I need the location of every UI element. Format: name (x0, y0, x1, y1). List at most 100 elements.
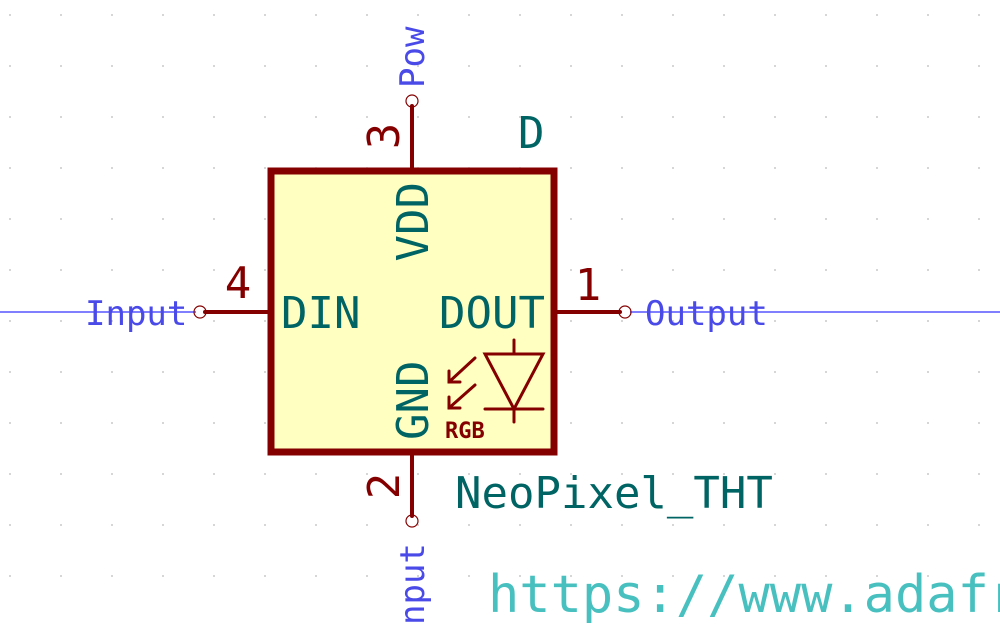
grid-dot (876, 473, 878, 475)
grid-dot (927, 116, 929, 118)
grid-dot (672, 14, 674, 16)
grid-dot (570, 422, 572, 424)
grid-dot (927, 524, 929, 526)
grid-dot (9, 371, 11, 373)
grid-dot (9, 218, 11, 220)
grid-dot (927, 167, 929, 169)
grid-dot (213, 218, 215, 220)
grid-dot (468, 524, 470, 526)
grid-dot (876, 575, 878, 577)
grid-dot (468, 14, 470, 16)
grid-dot (723, 14, 725, 16)
grid-dot (570, 167, 572, 169)
grid-dot (825, 167, 827, 169)
grid-dot (213, 320, 215, 322)
grid-dot (774, 65, 776, 67)
grid-dot (672, 422, 674, 424)
grid-dot (825, 320, 827, 322)
grid-dot (672, 218, 674, 220)
grid-dot (723, 320, 725, 322)
net-label-top[interactable]: Pow (393, 26, 433, 88)
grid-dot (315, 14, 317, 16)
grid-dot (621, 167, 623, 169)
grid-dot (162, 524, 164, 526)
grid-dot (111, 269, 113, 271)
grid-dot (774, 371, 776, 373)
net-label-bottom[interactable]: nput (393, 543, 433, 625)
grid-dot (417, 14, 419, 16)
grid-dot (264, 371, 266, 373)
grid-dot (9, 116, 11, 118)
grid-dot (723, 473, 725, 475)
grid-dot (621, 422, 623, 424)
grid-dot (774, 14, 776, 16)
grid-dot (927, 320, 929, 322)
grid-dot (111, 371, 113, 373)
grid-dot (978, 116, 980, 118)
pin-number-1: 1 (575, 260, 602, 311)
grid-dot (162, 269, 164, 271)
pin-number-2: 2 (359, 473, 410, 500)
grid-dot (162, 65, 164, 67)
grid-dot (213, 116, 215, 118)
grid-dot (723, 116, 725, 118)
grid-dot (60, 116, 62, 118)
grid-dot (978, 167, 980, 169)
grid-dot (621, 524, 623, 526)
reference-designator[interactable]: D (518, 108, 545, 159)
grid-dot (672, 575, 674, 577)
grid-dot (519, 473, 521, 475)
grid-dot (213, 14, 215, 16)
component-body[interactable] (267, 167, 558, 456)
grid-dot (213, 65, 215, 67)
grid-dot (264, 218, 266, 220)
grid-dot (978, 269, 980, 271)
grid-dot (60, 473, 62, 475)
led-rgb-badge: RGB (445, 419, 485, 444)
grid-dot (927, 473, 929, 475)
grid-dot (315, 473, 317, 475)
grid-dot (162, 14, 164, 16)
grid-dot (366, 524, 368, 526)
grid-dot (111, 14, 113, 16)
grid-dot (60, 422, 62, 424)
grid-dot (264, 524, 266, 526)
grid-dot (162, 575, 164, 577)
grid-dot (927, 269, 929, 271)
net-label-left[interactable]: Input (85, 294, 187, 334)
datasheet-url[interactable]: https://www.adafru (488, 565, 1000, 625)
grid-dot (468, 575, 470, 577)
grid-dot (162, 371, 164, 373)
led-arrow-2 (447, 383, 477, 410)
grid-dot (417, 575, 419, 577)
grid-dot (723, 524, 725, 526)
component-value[interactable]: NeoPixel_THT (455, 468, 773, 519)
grid-dot (468, 116, 470, 118)
grid-dot (264, 473, 266, 475)
grid-dot (162, 473, 164, 475)
grid-dot (570, 371, 572, 373)
grid-dot (519, 116, 521, 118)
grid-dot (876, 14, 878, 16)
pin-end-circles (193, 94, 632, 528)
grid-dot (825, 371, 827, 373)
grid-dot (9, 65, 11, 67)
grid-dot (723, 65, 725, 67)
grid-dot (60, 575, 62, 577)
grid-dot (60, 14, 62, 16)
grid-dot (774, 218, 776, 220)
grid-dot (213, 524, 215, 526)
grid-dot (672, 524, 674, 526)
grid-dot (978, 320, 980, 322)
net-label-right[interactable]: Output (645, 294, 768, 334)
grid-dot (774, 269, 776, 271)
grid-dot (927, 14, 929, 16)
grid-dot (468, 65, 470, 67)
grid-dot (621, 371, 623, 373)
led-arrowhead-1 (447, 369, 462, 384)
grid-dot (9, 473, 11, 475)
grid-dot (417, 473, 419, 475)
grid-dot (213, 371, 215, 373)
grid-dot (723, 575, 725, 577)
grid-dot (570, 218, 572, 220)
